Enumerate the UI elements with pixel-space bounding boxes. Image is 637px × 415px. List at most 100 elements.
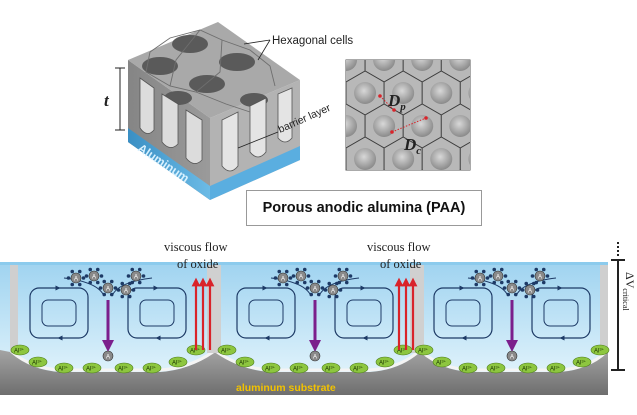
anion-cluster xyxy=(102,282,114,294)
anion-cluster xyxy=(327,284,339,296)
hex-cell xyxy=(479,38,517,82)
aluminum-ion-label: Al3+ xyxy=(418,346,429,354)
svg-text:A: A xyxy=(528,288,532,294)
pore-wall xyxy=(600,265,608,353)
hex-cell xyxy=(518,170,556,214)
pore xyxy=(316,148,338,170)
paa-caption: Porous anodic alumina (PAA) xyxy=(262,200,466,216)
svg-text:A: A xyxy=(538,274,542,280)
aluminum-ion xyxy=(217,344,237,356)
thickness-bracket xyxy=(115,67,125,131)
aluminum-ion-label: Al3+ xyxy=(462,364,473,372)
aluminum-ion-label: Al3+ xyxy=(522,364,533,372)
anion-cluster xyxy=(492,270,504,282)
barrier-layer-leader xyxy=(237,131,279,149)
hex-cell xyxy=(498,71,536,115)
pore xyxy=(468,153,470,165)
pore xyxy=(411,60,434,71)
aluminum-ion xyxy=(54,362,74,374)
pore-cells: A A A A A A Al3+ Al3+ Al3+ Al3+ Al3+ Al3+ Al3+ Al3+ A A… xyxy=(10,267,610,374)
aluminum-ion xyxy=(590,344,610,356)
aluminum-ion xyxy=(486,362,506,374)
aluminum-ion-label: Al3+ xyxy=(146,364,157,372)
svg-text:A: A xyxy=(313,354,317,360)
aluminum-ion xyxy=(458,362,478,374)
hex-cell xyxy=(459,141,470,170)
aluminum-ion-label: Al3+ xyxy=(550,364,561,372)
circulation-loop-inner xyxy=(248,299,284,327)
pore xyxy=(354,148,377,170)
aluminum-ion-label: Al3+ xyxy=(239,358,250,366)
anodization-cross-section xyxy=(0,262,608,395)
pore xyxy=(354,16,376,38)
cell-diameter-label: Dc xyxy=(403,135,421,157)
hexagonal-cells-leader xyxy=(243,39,271,45)
hexagonal-cells-label: Hexagonal cells xyxy=(272,35,353,47)
anion-cluster xyxy=(309,282,321,294)
hex-cell xyxy=(537,137,575,181)
hex-cell xyxy=(460,5,498,49)
pore xyxy=(506,82,528,104)
viscous-flow-arrows-right xyxy=(394,277,418,350)
pore xyxy=(526,49,548,71)
hex-cell xyxy=(537,71,575,115)
svg-text:A: A xyxy=(106,354,110,360)
aluminum-ion xyxy=(546,362,566,374)
cell-diameter-marker xyxy=(390,116,428,134)
hex-cell xyxy=(518,104,556,148)
pore-channels-right xyxy=(221,87,293,172)
aluminum-substrate xyxy=(0,350,608,395)
svg-text:A: A xyxy=(299,274,303,280)
circulation-loop-inner xyxy=(139,299,175,327)
hex-cell xyxy=(537,5,575,49)
hex-cell xyxy=(479,104,517,148)
pore xyxy=(506,148,528,170)
viscous-flow-label-left-line2: of oxide xyxy=(177,257,219,271)
anion-cluster xyxy=(70,272,82,284)
aluminum-ion xyxy=(168,356,188,368)
delta-v-label: ΔVcritical xyxy=(621,272,637,311)
aluminum-ion xyxy=(375,356,395,368)
pore xyxy=(526,115,548,137)
pore xyxy=(297,49,319,71)
aluminum-ion-label: Al3+ xyxy=(293,364,304,372)
hex-cell xyxy=(479,170,517,214)
svg-text:A: A xyxy=(510,286,514,292)
viscous-flow-label-left-line1: viscous flow xyxy=(164,240,228,254)
svg-text:A: A xyxy=(478,276,482,282)
aluminum-ion-label: Al3+ xyxy=(118,364,129,372)
substrate-label: aluminum substrate xyxy=(236,382,336,394)
aluminum-ion-label: Al3+ xyxy=(379,358,390,366)
anion-cluster xyxy=(88,270,100,282)
aluminum-ion-label: Al3+ xyxy=(172,358,183,366)
aluminum-ion xyxy=(414,344,434,356)
anion-cluster xyxy=(474,272,486,284)
aluminum-ion-label: Al3+ xyxy=(14,346,25,354)
svg-text:A: A xyxy=(124,288,128,294)
aluminum-ion-label: Al3+ xyxy=(594,346,605,354)
aluminum-ion-label: Al3+ xyxy=(221,346,232,354)
aluminum-ion xyxy=(28,356,48,368)
aluminum-ion xyxy=(321,362,341,374)
svg-text:A: A xyxy=(496,274,500,280)
pore-wall xyxy=(10,265,18,353)
pore xyxy=(430,16,452,38)
top-view-micrograph xyxy=(297,5,575,214)
aluminum-ion xyxy=(432,356,452,368)
svg-text:A: A xyxy=(281,276,285,282)
anion-cluster xyxy=(120,284,132,296)
pore xyxy=(392,16,414,38)
pore xyxy=(487,181,509,203)
pore xyxy=(526,181,548,203)
circulation-loop-inner xyxy=(346,299,382,327)
circulation-loop-inner xyxy=(445,299,481,327)
circulation-loop-inner xyxy=(543,299,579,327)
paa-caption-box: Porous anodic alumina (PAA) xyxy=(246,190,482,226)
svg-text:A: A xyxy=(331,288,335,294)
anion-cluster xyxy=(130,270,142,282)
pore xyxy=(392,148,415,170)
